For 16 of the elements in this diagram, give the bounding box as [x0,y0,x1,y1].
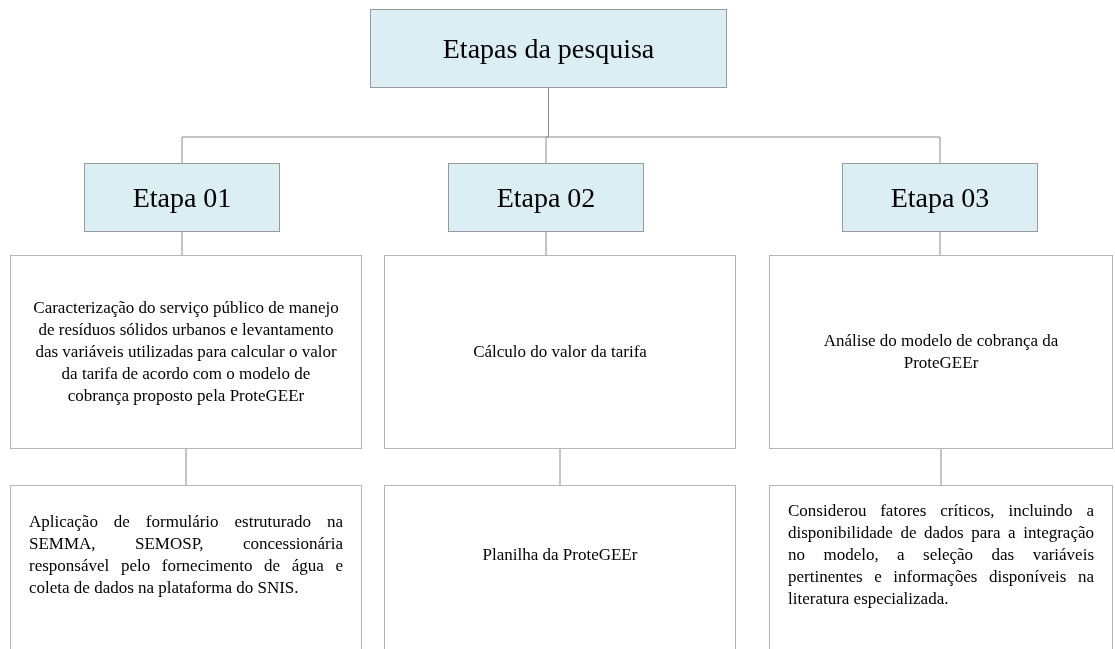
connector-line [185,448,187,486]
description-box: Planilha da ProteGEEr [384,485,736,649]
stage-box: Etapa 03 [842,163,1038,232]
stage-box: Etapa 01 [84,163,280,232]
description-box: Análise do modelo de cobrança da ProteGEEr [769,255,1113,449]
description-box: Caracterização do serviço público de manejo de resíduos sólidos urbanos e levantamento das variáveis utilizadas para calcular o valor da tarifa de acordo com o modelo de cobrança proposto pela ProteGEEr [10,255,362,449]
connector-line [940,448,942,486]
connector-line [559,448,561,486]
description-box: Considerou fatores críticos, incluindo a disponibilidade de dados para a integração no modelo, a seleção das variáveis pertinentes e informações disponíveis na literatura especializada. [769,485,1113,649]
connector-line [545,231,547,256]
title-box: Etapas da pesquisa [370,9,727,88]
connector-line [181,231,183,256]
stage-box: Etapa 02 [448,163,644,232]
connector-line [939,231,941,256]
description-box: Aplicação de formulário estruturado na SEMMA, SEMOSP, concessionária responsável pelo fornecimento de água e coleta de dados na plataforma do SNIS. [10,485,362,649]
description-box: Cálculo do valor da tarifa [384,255,736,449]
